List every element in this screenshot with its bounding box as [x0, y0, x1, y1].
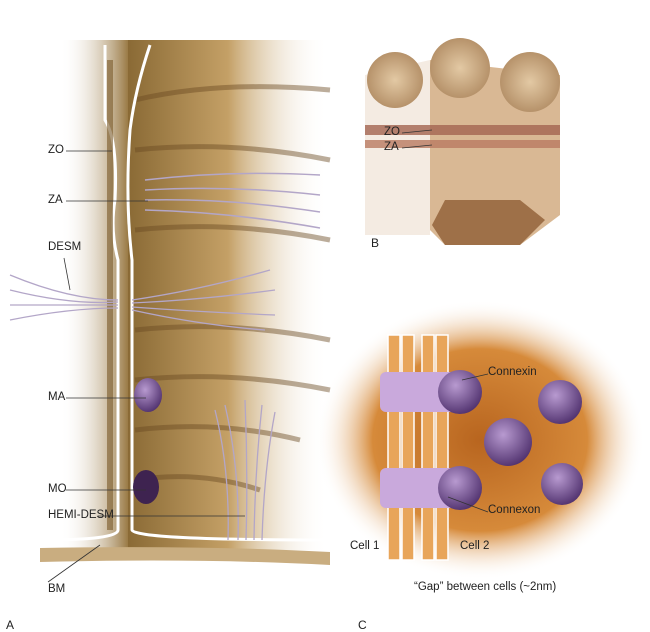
label-zo: ZO	[48, 144, 64, 156]
label-connexin: Connexin	[488, 366, 537, 378]
panel-a-letter: A	[6, 618, 15, 632]
label-za: ZA	[48, 194, 63, 206]
label-bm: BM	[48, 583, 66, 595]
label-gap: “Gap” between cells (~2nm)	[414, 581, 557, 593]
label-ma: MA	[48, 391, 66, 403]
label-b-zo: ZO	[384, 126, 400, 138]
label-desm: DESM	[48, 241, 82, 253]
connexon-channels	[380, 370, 583, 510]
panel-c-drawing	[315, 300, 645, 580]
label-cell-2: Cell 2	[460, 540, 490, 552]
panel-a-drawing	[9, 40, 331, 583]
label-b-za: ZA	[384, 141, 399, 153]
label-connexon: Connexon	[488, 504, 541, 516]
label-mo: MO	[48, 483, 67, 495]
panel-b-drawing	[365, 38, 560, 245]
label-hemi-desm: HEMI-DESM	[48, 509, 114, 521]
panel-b-letter: B	[371, 236, 380, 250]
panel-c-letter: C	[358, 618, 367, 632]
label-cell-1: Cell 1	[350, 540, 380, 552]
